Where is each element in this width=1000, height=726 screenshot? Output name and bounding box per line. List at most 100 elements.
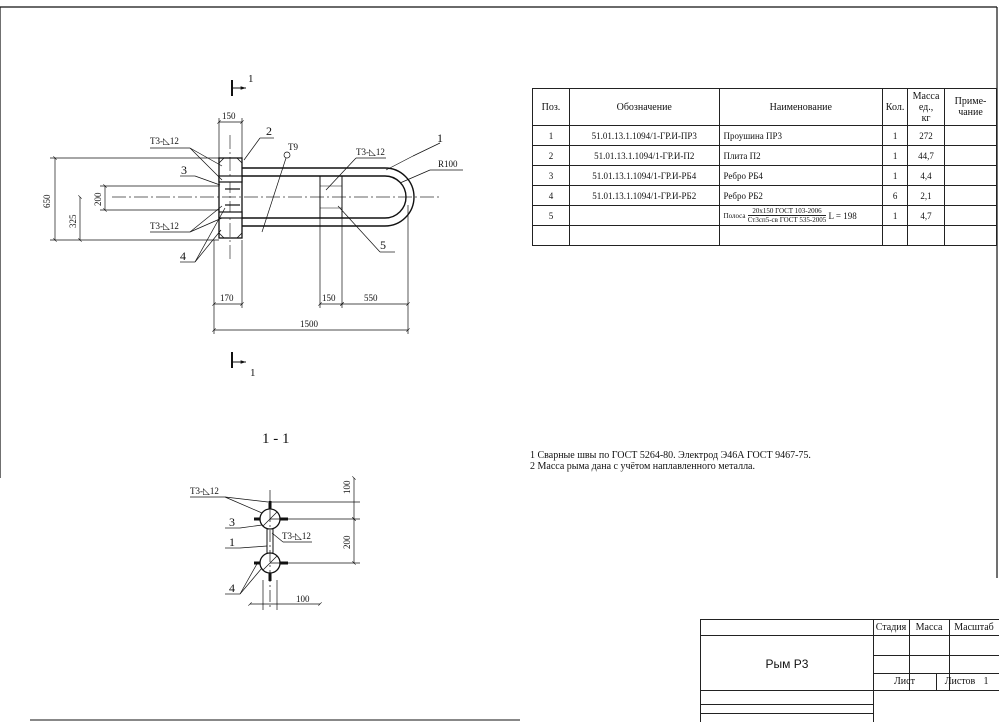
header-name: Наименование bbox=[718, 88, 884, 126]
cell-qty: 6 bbox=[882, 185, 909, 206]
dim-150-bottom: 150 bbox=[322, 293, 336, 303]
cell-name: Проушина ПР3 bbox=[718, 125, 884, 146]
cell-note bbox=[944, 125, 997, 146]
cell-pos: 4 bbox=[532, 185, 570, 206]
header-pos: Поз. bbox=[532, 88, 570, 126]
callout-2: 2 bbox=[266, 124, 272, 138]
section-dim-100-top: 100 bbox=[342, 480, 352, 494]
dim-1500: 1500 bbox=[300, 319, 319, 329]
section-weld-top: Т3-◺12 bbox=[190, 486, 219, 496]
general-notes: 1 Сварные швы по ГОСТ 5264-80. Электрод … bbox=[530, 450, 811, 472]
header-qty: Кол. bbox=[882, 88, 909, 126]
callout-5: 5 bbox=[380, 238, 386, 252]
drawing-title: Рым Р3 bbox=[765, 657, 809, 671]
header-mass-line3: кг bbox=[921, 112, 931, 124]
header-mass-line1: Масса bbox=[912, 90, 940, 102]
header-mass-line2: ед., bbox=[918, 101, 934, 113]
section-dim-100-bottom: 100 bbox=[296, 594, 310, 604]
plan-leaders bbox=[150, 137, 463, 263]
sheet-label: Лист bbox=[894, 676, 915, 687]
callout-4: 4 bbox=[180, 249, 186, 263]
section-mark-top bbox=[231, 80, 246, 96]
center-lines bbox=[112, 135, 440, 262]
cell-mass: 272 bbox=[907, 125, 946, 146]
header-note: Приме- чание bbox=[944, 88, 997, 126]
cell-qty: 1 bbox=[882, 165, 909, 186]
strip-length: L = 198 bbox=[828, 210, 857, 221]
header-note-line1: Приме- bbox=[954, 96, 987, 107]
section-title: 1 - 1 bbox=[262, 431, 290, 447]
scale-label: Масштаб bbox=[954, 622, 994, 633]
section-mark-bottom bbox=[231, 352, 246, 368]
section-mark-bottom-label: 1 bbox=[250, 367, 256, 379]
table-row: 1 51.01.13.1.1094/1-ГР.И-ПР3 Проушина ПР… bbox=[532, 125, 997, 146]
dim-550: 550 bbox=[364, 293, 378, 303]
cell-name: Ребро РБ2 bbox=[718, 185, 884, 206]
sheets-value: 1 bbox=[983, 676, 989, 687]
cell-pos: 1 bbox=[532, 125, 570, 146]
cell-qty: 1 bbox=[882, 125, 909, 146]
dim-150-top: 150 bbox=[222, 111, 236, 121]
cell-name: Полоса 20х150 ГОСТ 103-2006 Ст3сп5-св ГО… bbox=[718, 205, 884, 226]
section-callout-3: 3 bbox=[229, 515, 235, 529]
strip-profile: 20х150 ГОСТ 103-2006 bbox=[747, 207, 827, 216]
weld-label-top-right: Т3-◺12 bbox=[356, 147, 385, 157]
cell-name: Плита П2 bbox=[718, 145, 884, 166]
header-mass: Масса ед., кг bbox=[907, 88, 946, 126]
cell-designation: 51.01.13.1.1094/1-ГР.И-РБ2 bbox=[568, 185, 720, 206]
cell-designation: 51.01.13.1.1094/1-ГР.И-РБ4 bbox=[568, 165, 720, 186]
table-row-empty bbox=[532, 225, 997, 246]
note-1: 1 Сварные швы по ГОСТ 5264-80. Электрод … bbox=[530, 450, 811, 461]
weld-label-bottom-left: Т3-◺12 bbox=[150, 221, 179, 231]
spec-table: Поз. Обозначение Наименование Кол. Масса… bbox=[532, 88, 997, 246]
cell-qty: 1 bbox=[882, 145, 909, 166]
strip-prefix: Полоса bbox=[723, 211, 746, 220]
eye-rod bbox=[242, 167, 415, 227]
cell-mass: 2,1 bbox=[907, 185, 946, 206]
plan-view: 1 1 bbox=[42, 73, 463, 379]
cell-designation: 51.01.13.1.1094/1-ГР.И-ПР3 bbox=[568, 125, 720, 146]
cell-note bbox=[944, 185, 997, 206]
cell-designation: 51.01.13.1.1094/1-ГР.И-П2 bbox=[568, 145, 720, 166]
sheets-label: Листов bbox=[944, 676, 976, 687]
cell-pos: 3 bbox=[532, 165, 570, 186]
callout-1: 1 bbox=[437, 131, 443, 145]
table-row: 2 51.01.13.1.1094/1-ГР.И-П2 Плита П2 1 4… bbox=[532, 145, 997, 166]
callout-3: 3 bbox=[181, 163, 187, 177]
section-callout-4: 4 bbox=[229, 581, 235, 595]
cell-note bbox=[944, 205, 997, 226]
table-row: 4 51.01.13.1.1094/1-ГР.И-РБ2 Ребро РБ2 6… bbox=[532, 185, 997, 206]
title-block: Стадия Масса Масштаб Лист Листов 1 Рым Р… bbox=[700, 619, 999, 722]
mass-label: Масса bbox=[915, 622, 943, 633]
table-row: 5 Полоса 20х150 ГОСТ 103-2006 Ст3сп5-св … bbox=[532, 205, 997, 226]
radius-label: R100 bbox=[438, 159, 458, 169]
section-dim-200: 200 bbox=[342, 535, 352, 549]
cell-pos: 2 bbox=[532, 145, 570, 166]
dim-200: 200 bbox=[93, 192, 103, 206]
ribs bbox=[218, 175, 243, 219]
table-row: 3 51.01.13.1.1094/1-ГР.И-РБ4 Ребро РБ4 1… bbox=[532, 165, 997, 186]
header-note-line2: чание bbox=[958, 107, 983, 118]
section-mark-top-label: 1 bbox=[248, 73, 254, 85]
weld-label-top-left: Т3-◺12 bbox=[150, 136, 179, 146]
cell-mass: 44,7 bbox=[907, 145, 946, 166]
weld-label-t9: Т9 bbox=[288, 142, 298, 152]
note-2: 2 Масса рыма дана с учётом наплавленного… bbox=[530, 461, 755, 472]
cell-designation bbox=[568, 205, 720, 226]
cell-pos: 5 bbox=[532, 205, 570, 226]
cell-note bbox=[944, 145, 997, 166]
base-plate bbox=[218, 157, 243, 239]
dim-170: 170 bbox=[220, 293, 234, 303]
plan-dimensions bbox=[50, 118, 410, 334]
sheet-frame bbox=[0, 6, 998, 721]
stage-label: Стадия bbox=[875, 622, 907, 633]
cell-note bbox=[944, 165, 997, 186]
cell-qty: 1 bbox=[882, 205, 909, 226]
strip-fraction: 20х150 ГОСТ 103-2006 Ст3сп5-св ГОСТ 535-… bbox=[747, 207, 827, 224]
dim-650: 650 bbox=[42, 194, 52, 208]
strip-steel-grade: Ст3сп5-св ГОСТ 535-2005 bbox=[747, 216, 827, 224]
header-designation: Обозначение bbox=[568, 88, 720, 126]
section-callout-1: 1 bbox=[229, 535, 235, 549]
cell-mass: 4,7 bbox=[907, 205, 946, 226]
